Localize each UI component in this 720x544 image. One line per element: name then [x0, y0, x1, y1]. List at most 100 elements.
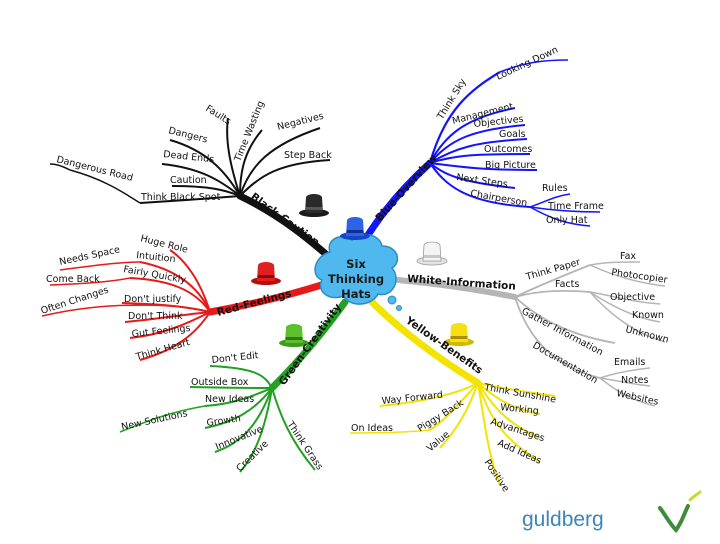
- black-sub-branch: [169, 139, 241, 197]
- branch-curves: [41, 59, 666, 486]
- red-sub-branch: [139, 311, 211, 361]
- node-label: Think Black Spot: [140, 192, 221, 203]
- node-label: New Solutions: [120, 408, 188, 433]
- blue-sub-branch: [429, 124, 526, 164]
- node-label: Rules: [542, 183, 568, 194]
- black-sub-branch: [161, 163, 241, 197]
- node-label: Next Steps: [456, 172, 509, 190]
- red-sub-branch: [129, 311, 211, 339]
- yellow-sub-branch: [477, 382, 556, 397]
- green-sub-branch: [214, 387, 273, 453]
- node-label: Dead Ends: [163, 149, 215, 165]
- node-label: Don't Edit: [211, 350, 259, 366]
- blue-sub-branch: [499, 59, 569, 73]
- black-hat-icon: [299, 194, 329, 217]
- green-sub-branch: [204, 387, 273, 429]
- node-label: Fax: [620, 251, 636, 262]
- white-sub-branch: [514, 296, 616, 344]
- branch-label-red: Red-Feelings: [216, 288, 293, 319]
- white-sub-branch: [599, 377, 651, 387]
- node-label: Don't justify: [124, 294, 182, 305]
- cloud-bubble: [387, 295, 397, 305]
- node-label: Working: [500, 402, 540, 417]
- red-sub-branch: [139, 261, 211, 313]
- blue-sub-branch: [428, 71, 501, 164]
- white-sub-branch: [599, 377, 656, 407]
- center-line-3: Hats: [341, 287, 371, 301]
- green-sub-branch: [209, 365, 273, 389]
- blue-sub-branch: [429, 107, 516, 164]
- node-label: Dangers: [167, 125, 208, 145]
- black-sub-branch: [226, 117, 241, 197]
- node-label: Outside Box: [191, 377, 249, 388]
- branch-label-blue: Blue-Overview: [373, 152, 440, 224]
- white-sub-branch: [589, 261, 641, 266]
- branch-label-yellow: Yellow-Benefits: [402, 314, 484, 377]
- blue-sub-branch: [429, 162, 531, 208]
- red-sub-branch: [124, 311, 211, 323]
- red-sub-branch: [121, 302, 211, 313]
- blue-sub-branch: [429, 162, 538, 171]
- white-sub-branch: [589, 291, 661, 305]
- node-label: Only Hat: [546, 215, 588, 226]
- blue-hat-icon: [340, 217, 370, 240]
- node-label: New Ideas: [205, 394, 254, 405]
- yellow-sub-branch: [477, 382, 501, 486]
- yellow-sub-branch: [477, 382, 541, 439]
- yellow-sub-branch: [439, 382, 479, 449]
- green-sub-branch: [204, 387, 273, 407]
- green-sub-branch: [189, 386, 273, 389]
- black-sub-branch: [69, 169, 141, 204]
- node-label: Fairly Quickly: [122, 264, 187, 286]
- green-hat-icon: [279, 324, 309, 347]
- white-sub-branch: [514, 264, 591, 298]
- red-sub-branch: [59, 261, 141, 271]
- yellow-sub-branch: [477, 382, 541, 463]
- white-sub-branch: [599, 367, 651, 379]
- node-label: Objective: [610, 292, 655, 303]
- black-sub-branch: [171, 185, 241, 197]
- node-label: Websites: [615, 388, 659, 408]
- yellow-sub-branch: [379, 382, 479, 407]
- node-label: Notes: [621, 375, 648, 386]
- node-label: Emails: [614, 357, 645, 368]
- node-label: Don't Think: [128, 311, 183, 322]
- green-sub-branch: [119, 405, 206, 433]
- node-label: Objectives: [473, 114, 524, 130]
- node-label: Photocopier: [611, 267, 669, 286]
- red-sub-branch: [169, 249, 211, 313]
- node-label: Advantages: [489, 416, 546, 444]
- node-label: Known: [632, 310, 664, 321]
- black-sub-branch: [139, 195, 241, 204]
- node-label: Caution: [170, 175, 207, 186]
- yellow-sub-branch: [429, 382, 479, 431]
- blue-sub-branch: [529, 193, 571, 208]
- yellow-sub-branch: [349, 429, 431, 434]
- yellow-hat-icon: [444, 323, 474, 346]
- white-sub-branch: [589, 291, 661, 323]
- yellow-sub-branch: [477, 382, 541, 415]
- white-sub-branch: [589, 291, 666, 343]
- node-label: On Ideas: [351, 423, 393, 434]
- white-main-branch: [395, 277, 518, 300]
- red-sub-branch: [129, 277, 211, 313]
- blue-sub-branch: [429, 162, 516, 189]
- node-label: Think Sunshine: [482, 382, 556, 406]
- red-main-branch: [206, 279, 332, 316]
- node-label: Facts: [555, 279, 579, 290]
- node-label: Intuition: [136, 250, 176, 265]
- node-label: Positive: [482, 458, 512, 495]
- node-label: Come Back: [46, 274, 100, 285]
- blue-sub-branch: [529, 206, 591, 227]
- node-label: Unknown: [624, 324, 669, 345]
- node-label: Think Grass: [284, 419, 325, 472]
- center-line-2: Thinking: [328, 272, 384, 286]
- node-label: Step Back: [284, 150, 332, 161]
- green-sub-branch: [271, 387, 316, 471]
- blue-sub-branch: [529, 206, 601, 213]
- blue-sub-branch: [429, 153, 531, 164]
- node-label: Value: [425, 429, 452, 454]
- black-sub-branch: [239, 129, 263, 197]
